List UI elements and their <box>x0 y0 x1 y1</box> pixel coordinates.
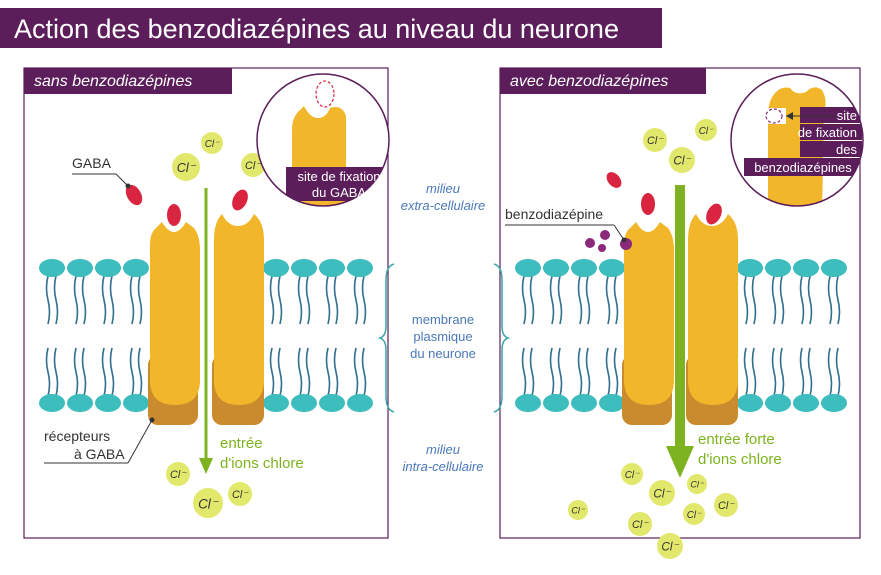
left-inset-label-line1: site de fixation <box>297 169 380 184</box>
chloride-ion: Cl⁻ <box>241 153 265 177</box>
chloride-ion: Cl⁻ <box>649 480 675 506</box>
chloride-ion: Cl⁻ <box>714 493 738 517</box>
right-chloride-arrow <box>666 185 694 478</box>
svg-text:Cl⁻: Cl⁻ <box>653 488 671 501</box>
left-membrane <box>39 259 373 412</box>
left-receptor-a <box>148 222 200 425</box>
right-inset-label-line4: benzodiazépines <box>754 160 852 175</box>
right-flow-label-line2: d'ions chlore <box>698 451 782 468</box>
right-inset-label-line2: de fixation <box>798 125 857 140</box>
chloride-ion: Cl⁻ <box>669 147 695 173</box>
chloride-ion: Cl⁻ <box>228 482 252 506</box>
title-bar: Action des benzodiazépines au niveau du … <box>0 8 662 48</box>
svg-text:Cl⁻: Cl⁻ <box>687 510 702 521</box>
svg-text:Cl⁻: Cl⁻ <box>632 519 649 531</box>
membrane-label-line1: membrane <box>412 312 474 327</box>
membrane-label-line3: du neurone <box>410 346 476 361</box>
right-receptor-b <box>686 214 738 425</box>
left-flow-label-line1: entrée <box>220 435 263 452</box>
svg-text:Cl⁻: Cl⁻ <box>661 541 679 554</box>
gaba-label: GABA <box>72 155 112 171</box>
chloride-ion: Cl⁻ <box>201 132 223 154</box>
svg-text:Cl⁻: Cl⁻ <box>205 139 220 150</box>
intra-label-line2: intra-cellulaire <box>403 459 484 474</box>
left-inset: site de fixation du GABA <box>256 73 390 207</box>
membrane-label-line2: plasmique <box>413 329 472 344</box>
right-panel-header-text: avec benzodiazépines <box>510 73 668 90</box>
chloride-ion: Cl⁻ <box>166 462 190 486</box>
membrane-bracket-right <box>493 263 511 413</box>
svg-text:Cl⁻: Cl⁻ <box>718 500 735 512</box>
svg-text:Cl⁻: Cl⁻ <box>690 480 704 490</box>
chloride-ion: Cl⁻ <box>683 503 705 525</box>
right-inset: site de fixation des benzodiazépines <box>730 73 864 207</box>
chloride-ion: Cl⁻ <box>568 500 588 520</box>
benzodiazepine-label: benzodiazépine <box>505 206 603 222</box>
right-flow-label-line1: entrée forte <box>698 431 775 448</box>
gaba-molecule <box>232 189 248 211</box>
svg-text:Cl⁻: Cl⁻ <box>673 155 691 168</box>
left-chloride-arrow <box>199 188 213 474</box>
page-title: Action des benzodiazépines au niveau du … <box>14 14 619 44</box>
intra-label-line1: milieu <box>426 442 460 457</box>
chloride-ion: Cl⁻ <box>695 119 717 141</box>
extra-label-line2: extra-cellulaire <box>401 198 486 213</box>
chloride-ion: Cl⁻ <box>172 153 200 181</box>
svg-text:Cl⁻: Cl⁻ <box>232 489 249 501</box>
gaba-molecule <box>606 172 622 188</box>
left-flow-label-line2: d'ions chlore <box>220 455 304 472</box>
middle-labels: milieu extra-cellulaire membrane plasmiq… <box>401 181 486 474</box>
gaba-molecule <box>641 193 655 215</box>
left-panel-header-text: sans benzodiazépines <box>34 73 192 90</box>
gaba-molecule <box>706 203 722 225</box>
chloride-ion: Cl⁻ <box>628 512 652 536</box>
svg-text:Cl⁻: Cl⁻ <box>647 135 664 147</box>
svg-text:Cl⁻: Cl⁻ <box>170 469 187 481</box>
chloride-ion: Cl⁻ <box>643 128 667 152</box>
right-membrane <box>515 259 847 412</box>
left-panel-header <box>24 68 232 94</box>
right-inset-label-line3: des <box>836 142 857 157</box>
right-inset-label-line1: site <box>837 108 857 123</box>
membrane-bracket-left <box>377 263 395 413</box>
gaba-molecule <box>167 204 181 226</box>
svg-text:Cl⁻: Cl⁻ <box>198 496 219 511</box>
svg-text:Cl⁻: Cl⁻ <box>699 126 714 137</box>
receptor-label-line2: à GABA <box>74 446 125 462</box>
right-panel-header <box>500 68 706 94</box>
left-receptor-b <box>212 214 264 425</box>
chloride-ion: Cl⁻ <box>657 533 683 559</box>
chloride-ion: Cl⁻ <box>687 474 707 494</box>
svg-text:Cl⁻: Cl⁻ <box>625 470 640 481</box>
svg-text:Cl⁻: Cl⁻ <box>571 506 585 516</box>
receptor-label-line1: récepteurs <box>44 428 110 444</box>
svg-text:Cl⁻: Cl⁻ <box>177 161 197 175</box>
chloride-ions: Cl⁻ Cl⁻ Cl⁻ Cl⁻ Cl⁻ Cl⁻ Cl⁻ Cl⁻ Cl⁻ Cl⁻ Cl⁻ Cl⁻ Cl⁻ C… <box>166 119 738 559</box>
gaba-molecule <box>125 184 143 206</box>
left-inset-label-line2: du GABA <box>312 185 367 200</box>
right-receptor-a <box>622 222 674 425</box>
chloride-ion: Cl⁻ <box>621 463 643 485</box>
chloride-ion: Cl⁻ <box>193 488 223 518</box>
svg-text:Cl⁻: Cl⁻ <box>245 160 262 172</box>
extra-label-line1: milieu <box>426 181 460 196</box>
